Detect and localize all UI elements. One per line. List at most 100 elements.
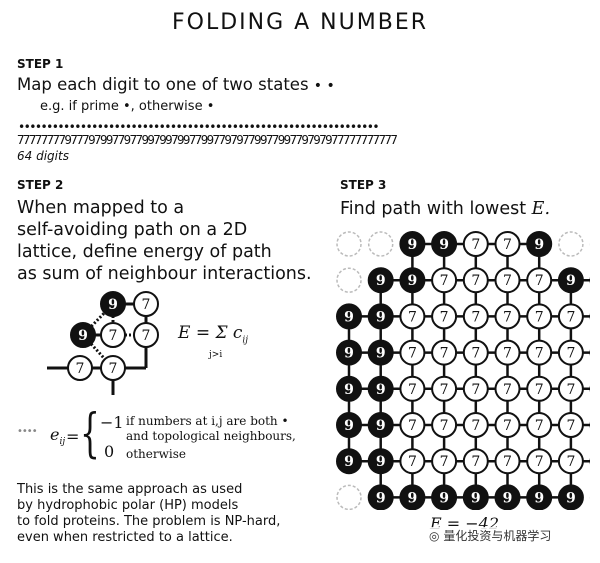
lattice-node-7 <box>494 303 521 330</box>
example-prefix: e.g. if prime <box>40 99 119 114</box>
lattice-node-label: 7 <box>535 454 544 470</box>
lattice-node-label: 7 <box>408 309 417 325</box>
step2-lead-line-2: self-avoiding path on a 2D <box>17 220 248 240</box>
lattice-node-9 <box>431 231 458 257</box>
example-node-filled <box>70 322 96 348</box>
lattice-node-label: 7 <box>503 273 512 289</box>
example-node-empty <box>67 355 93 381</box>
lattice-node-7 <box>526 412 553 438</box>
lattice-node-7 <box>431 375 458 402</box>
lattice-node-label: 7 <box>503 382 512 398</box>
step1-example: e.g. if prime •, otherwise • <box>40 99 214 114</box>
lattice-node-9 <box>336 375 362 402</box>
lattice-node-label: 9 <box>376 418 386 434</box>
example-node-label: 9 <box>108 297 118 313</box>
lattice-node-7 <box>431 267 458 294</box>
step3-lead: Find path with lowest E. <box>340 198 550 220</box>
eij-label: eij <box>50 425 66 448</box>
example-node-label: 7 <box>109 361 118 377</box>
lattice-node-label: 7 <box>408 418 417 434</box>
lattice-node-label: 9 <box>408 237 418 253</box>
lattice-empty-site <box>336 484 362 510</box>
piecewise-brace: { <box>80 404 100 464</box>
lattice-node-7 <box>526 339 553 366</box>
example-node-empty <box>100 322 126 348</box>
lattice-node-7 <box>399 375 426 402</box>
lattice-node-label: 9 <box>471 490 481 506</box>
lattice-empty-site <box>367 231 394 257</box>
lattice-node-7 <box>494 339 521 366</box>
step1-heading: STEP 1 <box>17 57 64 71</box>
lattice-node-9 <box>367 412 394 438</box>
lattice-node-7 <box>462 231 489 257</box>
case1-line-1: if numbers at i,j are both • <box>126 414 289 428</box>
lattice-node-label: 7 <box>503 454 512 470</box>
step2-heading: STEP 2 <box>17 178 64 192</box>
lattice-node-7 <box>494 231 521 257</box>
lattice-node-9 <box>399 231 426 257</box>
lattice-node-7 <box>526 375 553 402</box>
lattice-node-label: 9 <box>344 418 354 434</box>
dotted-leader: •••• <box>17 426 38 437</box>
lattice-node-9 <box>367 267 394 294</box>
lattice-node-label: 7 <box>535 273 544 289</box>
energy-formula: E = Σ cij <box>178 323 248 345</box>
lattice-node-7 <box>526 448 553 475</box>
prime-dot-symbol: • <box>122 99 131 114</box>
lattice-node-label: 7 <box>440 346 449 362</box>
lattice-node-7 <box>431 303 458 330</box>
lattice-node-7 <box>557 375 584 402</box>
lattice-node-9 <box>336 412 362 438</box>
lattice-node-label: 9 <box>534 237 544 253</box>
lattice-node-7 <box>399 339 426 366</box>
lattice-node-9 <box>336 303 362 330</box>
lattice-node-label: 9 <box>566 490 576 506</box>
lattice-node-label: 9 <box>376 454 386 470</box>
step1-lead-text: Map each digit to one of two states <box>17 75 309 94</box>
lattice-node-7 <box>557 412 584 438</box>
lattice-node-7 <box>462 339 489 366</box>
lattice-node-9 <box>526 484 553 510</box>
lattice-node-label: 9 <box>344 346 354 362</box>
state-symbols: • • <box>313 78 335 94</box>
lattice-node-label: 7 <box>440 382 449 398</box>
lattice-node-7 <box>462 412 489 438</box>
step2-lead-line-3: lattice, define energy of path <box>17 242 272 262</box>
lattice-node-label: 9 <box>344 382 354 398</box>
lattice-node-7 <box>431 448 458 475</box>
step2-lead-line-1: When mapped to a <box>17 198 185 218</box>
lattice-node-label: 7 <box>535 382 544 398</box>
lattice-node-9 <box>336 339 362 366</box>
folded-lattice: 9977999777799997777779997777779997777779… <box>336 231 590 510</box>
lattice-node-label: 7 <box>566 346 575 362</box>
watermark: ◎ 量化投资与机器学习 <box>427 527 554 544</box>
lattice-node-7 <box>526 267 553 294</box>
example-node-label: 7 <box>142 297 151 313</box>
wechat-icon: ◎ <box>429 529 440 543</box>
lattice-node-7 <box>557 448 584 475</box>
lattice-node-label: 7 <box>471 454 480 470</box>
lattice-node-label: 9 <box>503 490 513 506</box>
lattice-node-9 <box>462 484 489 510</box>
lattice-node-label: 7 <box>471 346 480 362</box>
step3-heading: STEP 3 <box>340 178 387 192</box>
lattice-node-7 <box>526 303 553 330</box>
step1-lead: Map each digit to one of two states • • <box>17 74 335 97</box>
lattice-node-label: 7 <box>408 346 417 362</box>
lattice-node-9 <box>399 267 426 294</box>
lattice-node-9 <box>367 448 394 475</box>
dot-row: ••••••••••••••••••••••••••••••••••••••••… <box>18 120 380 134</box>
lattice-node-7 <box>462 375 489 402</box>
example-node-filled <box>100 291 126 317</box>
lattice-node-9 <box>431 484 458 510</box>
lattice-node-9 <box>557 267 584 294</box>
lattice-node-label: 9 <box>566 273 576 289</box>
digit-count: 64 digits <box>17 149 69 163</box>
lattice-node-label: 9 <box>534 490 544 506</box>
step2-lead-line-4: as sum of neighbour interactions. <box>17 264 312 284</box>
lattice-node-label: 7 <box>503 418 512 434</box>
lattice-node-7 <box>399 412 426 438</box>
lattice-node-7 <box>494 448 521 475</box>
other-dot-symbol: • <box>206 99 215 114</box>
case2-value: 0 <box>104 442 115 461</box>
